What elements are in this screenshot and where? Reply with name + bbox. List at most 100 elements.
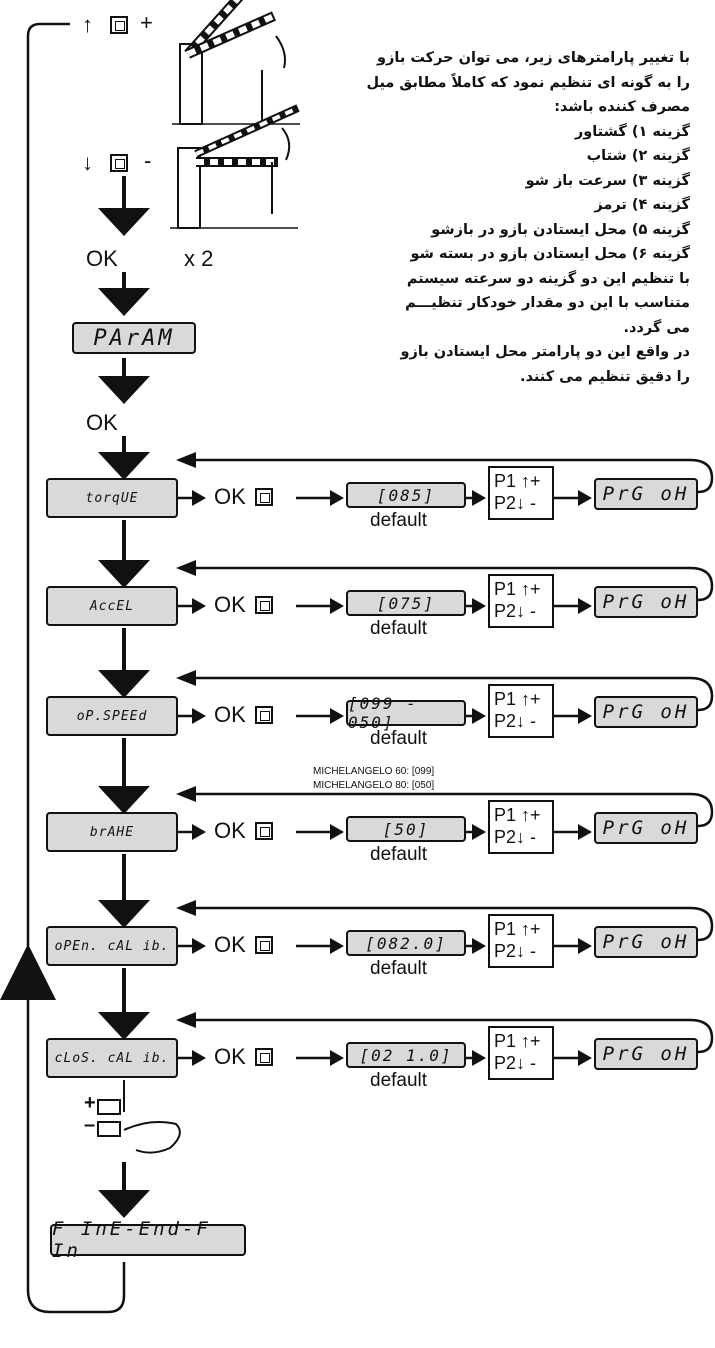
down-arrow-icon xyxy=(98,786,150,814)
right-arrow-icon xyxy=(330,1050,344,1066)
program-ok-display: PrG oH xyxy=(594,926,698,958)
description-text: با تغییر پارامترهای زیر، می توان حرکت با… xyxy=(320,46,690,389)
button-icon xyxy=(110,16,128,34)
button-icon xyxy=(255,822,273,840)
p1-p2-buttons: P1 ↑+P2↓ - xyxy=(488,1026,554,1080)
button-icon xyxy=(255,596,273,614)
plus-label: + xyxy=(140,10,153,35)
p2-label: P2↓ - xyxy=(494,827,537,847)
program-ok-display: PrG oH xyxy=(594,696,698,728)
parameter-display: cLoS. cAL ib. xyxy=(46,1038,178,1078)
right-arrow-icon xyxy=(192,490,206,506)
left-arrow-icon xyxy=(176,560,196,576)
rotation-arrow-icon xyxy=(281,127,291,161)
default-label: default xyxy=(370,958,428,979)
description-line: گزینه ۳) سرعت باز شو xyxy=(525,172,690,189)
down-arrow-icon xyxy=(98,452,150,480)
p2-label: P2↓ - xyxy=(494,601,537,621)
program-ok-display: PrG oH xyxy=(594,812,698,844)
ok-label: OK xyxy=(214,592,246,617)
p1-p2-buttons: P1 ↑+P2↓ - xyxy=(488,466,554,520)
param-display: PArAM xyxy=(72,322,196,354)
left-arrow-icon xyxy=(176,786,196,802)
ok-label: OK xyxy=(214,932,246,957)
return-loop-line xyxy=(190,792,714,828)
right-arrow-icon xyxy=(472,824,486,840)
description-line: می گردد. xyxy=(623,319,690,336)
down-arrow-icon xyxy=(98,900,150,928)
return-loop-line xyxy=(190,566,714,602)
model-note-60: MICHELANGELO 60: [099] xyxy=(313,766,435,777)
down-arrow-icon xyxy=(98,670,150,698)
right-arrow-icon xyxy=(472,708,486,724)
button-icon xyxy=(255,936,273,954)
description-line: با تغییر پارامترهای زیر، می توان حرکت با… xyxy=(377,50,690,66)
right-arrow-icon xyxy=(330,598,344,614)
p1-p2-buttons: P1 ↑+P2↓ - xyxy=(488,684,554,738)
right-arrow-icon xyxy=(578,938,592,954)
p1-label: P1 ↑+ xyxy=(494,1031,541,1051)
right-arrow-icon xyxy=(578,824,592,840)
down-arrow-icon xyxy=(98,208,150,236)
return-loop-line xyxy=(190,1018,714,1054)
down-arrow-label: ↓ xyxy=(82,150,93,175)
down-arrow-icon xyxy=(98,1012,150,1040)
ok-label: OK xyxy=(214,702,246,727)
p1-p2-buttons: P1 ↑+P2↓ - xyxy=(488,574,554,628)
right-arrow-icon xyxy=(192,708,206,724)
parameter-display: torqUE xyxy=(46,478,178,518)
right-arrow-icon xyxy=(472,598,486,614)
button-icon xyxy=(110,154,128,172)
end-display: F InE-End-F In xyxy=(50,1218,246,1262)
rotation-arrow-icon xyxy=(275,35,286,69)
down-arrow-icon xyxy=(98,560,150,588)
barrier-arm-icon xyxy=(184,0,244,58)
default-value-display: [02 1.0] xyxy=(346,1042,466,1068)
up-arrow-icon xyxy=(0,944,56,1000)
description-line: گزینه ۴) ترمز xyxy=(594,197,690,213)
right-arrow-icon xyxy=(330,824,344,840)
parameter-display: oPEn. cAL ib. xyxy=(46,926,178,966)
parameter-display: AccEL xyxy=(46,586,178,626)
p2-label: P2↓ - xyxy=(494,1053,537,1073)
parameter-display: oP.SPEEd xyxy=(46,696,178,736)
right-arrow-icon xyxy=(578,708,592,724)
button-icon xyxy=(255,488,273,506)
right-arrow-icon xyxy=(192,938,206,954)
right-arrow-icon xyxy=(330,708,344,724)
description-line: مصرف کننده باشد: xyxy=(554,99,690,115)
plus-sign: + xyxy=(84,1092,96,1114)
description-line: گزینه ۲) شتاب xyxy=(586,148,690,164)
description-line: متناسب با این دو مقدار خودکار تنظیـــم xyxy=(405,295,690,311)
default-value-display: [099 - 050] xyxy=(346,694,466,732)
return-loop-line xyxy=(190,458,714,494)
program-ok-display: PrG oH xyxy=(594,478,698,510)
description-line: در واقع این دو پارامتر محل ایستادن بازو xyxy=(400,344,690,360)
right-arrow-icon xyxy=(578,1050,592,1066)
p1-p2-buttons: P1 ↑+P2↓ - xyxy=(488,800,554,854)
p1-label: P1 ↑+ xyxy=(494,805,541,825)
default-value-display: [50] xyxy=(346,816,466,842)
right-arrow-icon xyxy=(578,598,592,614)
p1-label: P1 ↑+ xyxy=(494,919,541,939)
down-arrow-icon xyxy=(98,376,150,404)
parameter-display: brAHE xyxy=(46,812,178,852)
right-arrow-icon xyxy=(472,490,486,506)
down-arrow-icon xyxy=(98,288,150,316)
left-arrow-icon xyxy=(176,900,196,916)
right-arrow-icon xyxy=(192,824,206,840)
program-ok-display: PrG oH xyxy=(594,586,698,618)
ok-label: OK xyxy=(86,246,118,271)
p2-label: P2↓ - xyxy=(494,493,537,513)
description-line: گزینه ۵) محل ایستادن بازو در بازشو xyxy=(431,221,690,238)
ok-label: OK xyxy=(214,484,246,509)
ok-label: OK xyxy=(214,1044,246,1069)
right-arrow-icon xyxy=(192,1050,206,1066)
pointing-hand-icon xyxy=(123,1121,181,1154)
default-label: default xyxy=(370,844,428,865)
ok-label: OK xyxy=(214,818,246,843)
right-arrow-icon xyxy=(578,490,592,506)
default-value-display: [082.0] xyxy=(346,930,466,956)
program-ok-display: PrG oH xyxy=(594,1038,698,1070)
